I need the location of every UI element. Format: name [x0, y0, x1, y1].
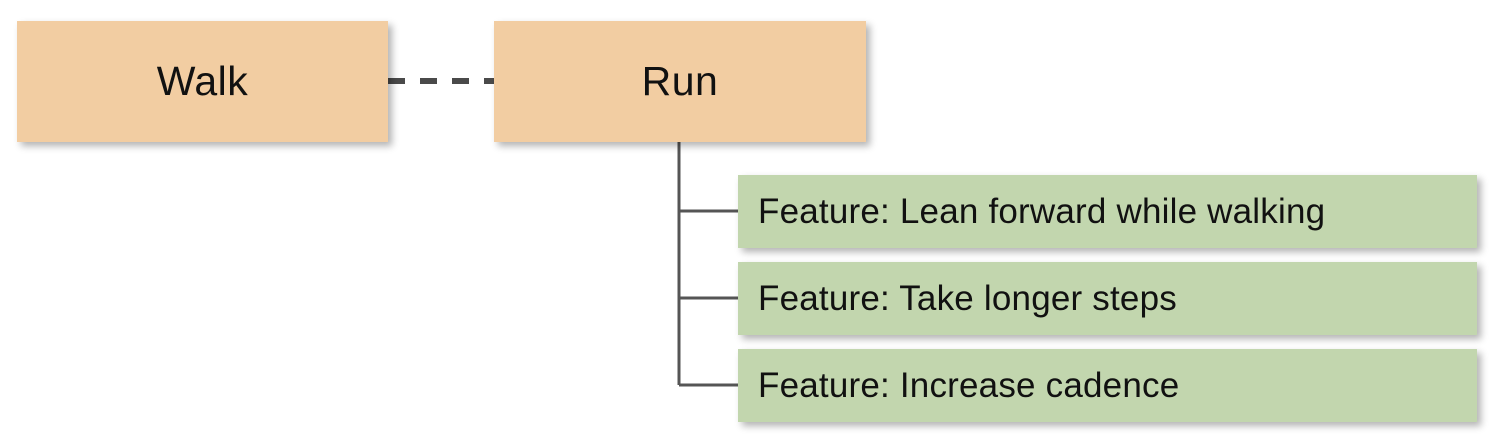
- feature-node-label: Feature: Take longer steps: [758, 279, 1177, 318]
- feature-node[interactable]: Feature: Lean forward while walking: [738, 175, 1477, 248]
- feature-node[interactable]: Feature: Increase cadence: [738, 349, 1477, 422]
- feature-node-label: Feature: Increase cadence: [758, 366, 1180, 405]
- concept-node-run[interactable]: Run: [494, 21, 866, 142]
- concept-node-walk[interactable]: Walk: [17, 21, 388, 142]
- concept-node-walk-label: Walk: [156, 58, 249, 104]
- feature-node[interactable]: Feature: Take longer steps: [738, 262, 1477, 335]
- feature-node-label: Feature: Lean forward while walking: [758, 192, 1326, 231]
- concept-node-run-label: Run: [641, 58, 719, 104]
